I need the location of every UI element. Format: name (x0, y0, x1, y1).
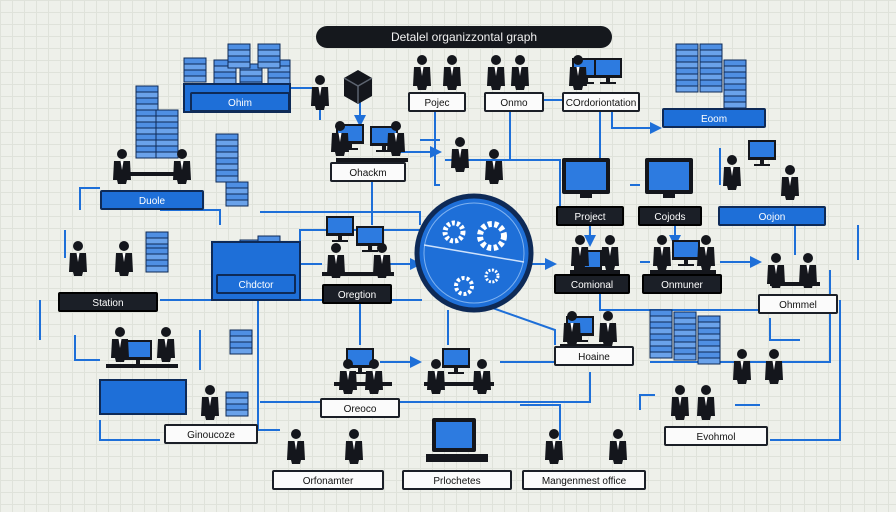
node-coorientation[interactable]: COrdoriontation (562, 92, 640, 112)
node-evohmol[interactable]: Evohmol (664, 426, 768, 446)
node-onmuner[interactable]: Onmuner (642, 274, 722, 294)
central-hub (414, 193, 534, 313)
node-comional[interactable]: Comional (554, 274, 630, 294)
gears-icon (442, 220, 507, 296)
node-ohackm[interactable]: Ohackm (330, 162, 406, 182)
node-ginoucoze[interactable]: Ginoucoze (164, 424, 258, 444)
node-oregtion[interactable]: Oregtion (322, 284, 392, 304)
connector-lines (39, 87, 859, 441)
node-project[interactable]: Project (556, 206, 624, 226)
box-icon (343, 70, 373, 104)
node-oojon[interactable]: Oojon (718, 206, 826, 226)
node-management-office[interactable]: Mangenmest office (522, 470, 646, 490)
node-ohmmel[interactable]: Ohmmel (758, 294, 838, 314)
node-hoaine[interactable]: Hoaine (554, 346, 634, 366)
node-prlochetes[interactable]: Prlochetes (402, 470, 512, 490)
node-cojods[interactable]: Cojods (638, 206, 702, 226)
node-eoom[interactable]: Eoom (662, 108, 766, 128)
desk-panel (99, 83, 301, 415)
large-monitor-icon (426, 158, 693, 462)
diagram-title: Detalel organizzontal graph (316, 26, 612, 48)
node-pojec[interactable]: Pojec (408, 92, 466, 112)
node-chdctor[interactable]: Chdctor (216, 274, 296, 294)
node-oreoco[interactable]: Oreoco (320, 398, 400, 418)
node-duole[interactable]: Duole (100, 190, 204, 210)
node-station[interactable]: Station (58, 292, 158, 312)
node-ohim[interactable]: Ohim (190, 92, 290, 112)
node-orfonamter[interactable]: Orfonamter (272, 470, 384, 490)
node-onmo[interactable]: Onmo (484, 92, 544, 112)
